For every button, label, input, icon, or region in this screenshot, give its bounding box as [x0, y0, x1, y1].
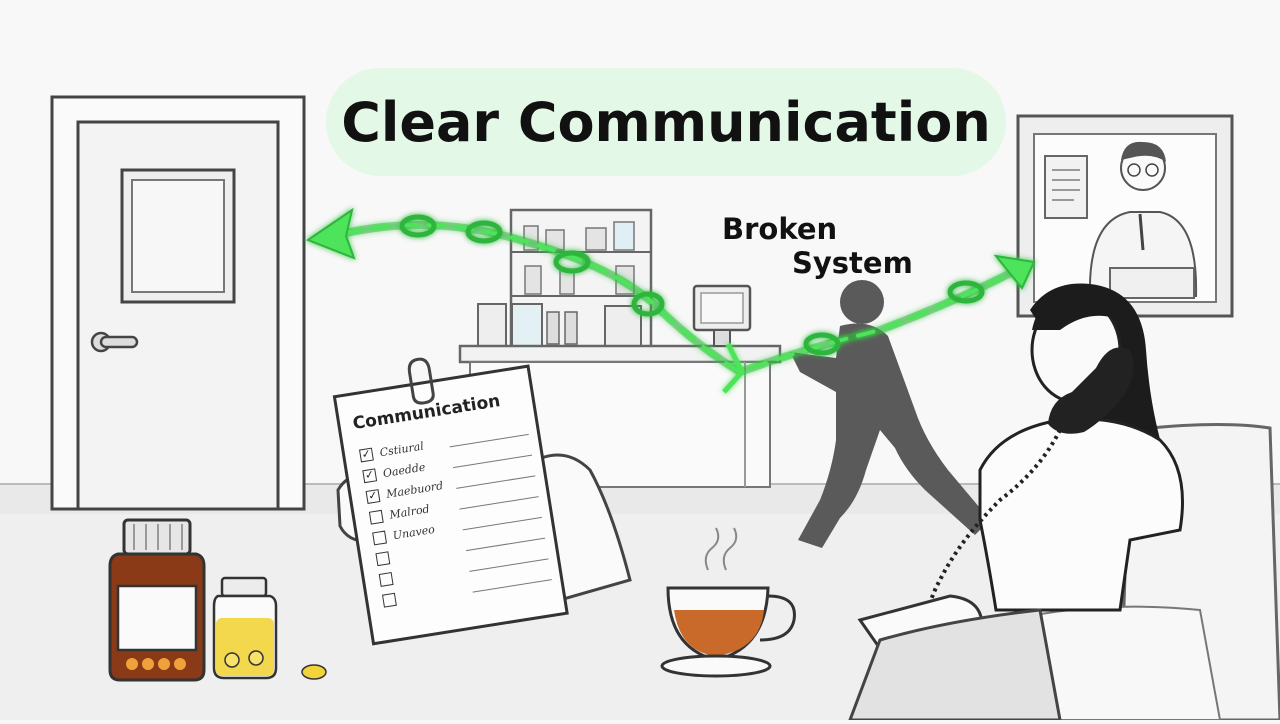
page-title: Clear Communication — [341, 90, 991, 154]
computer-monitor — [692, 284, 752, 347]
broken-system-label: Broken System — [722, 212, 922, 280]
framed-doctor-picture — [1016, 114, 1234, 318]
chain-arrow-left — [305, 207, 356, 260]
door-handle — [90, 331, 139, 353]
door — [50, 95, 306, 511]
checklist-item-label — [396, 546, 465, 557]
checked-box-icon: ✓ — [358, 447, 374, 463]
pharmacy-shelf — [477, 208, 653, 352]
broken-label-line-2: System — [792, 246, 913, 280]
paper-clip — [407, 357, 435, 405]
checkbox-icon — [378, 572, 394, 587]
checkbox-icon — [372, 530, 388, 546]
checked-box-icon: ✓ — [362, 468, 378, 484]
checkbox-icon — [375, 551, 391, 567]
checkbox-icon — [368, 509, 384, 525]
chain-arrow-right — [993, 254, 1036, 290]
checklist-paper — [332, 357, 569, 646]
broken-label-line-1: Broken — [722, 212, 838, 246]
checklist-item-label — [399, 566, 468, 577]
title-banner: Clear Communication — [326, 68, 1006, 176]
broken-chain — [305, 207, 1036, 394]
checked-box-icon: ✓ — [365, 488, 381, 504]
floor — [0, 514, 1280, 720]
checklist-item-label — [403, 587, 472, 598]
checkbox-icon — [381, 592, 397, 608]
